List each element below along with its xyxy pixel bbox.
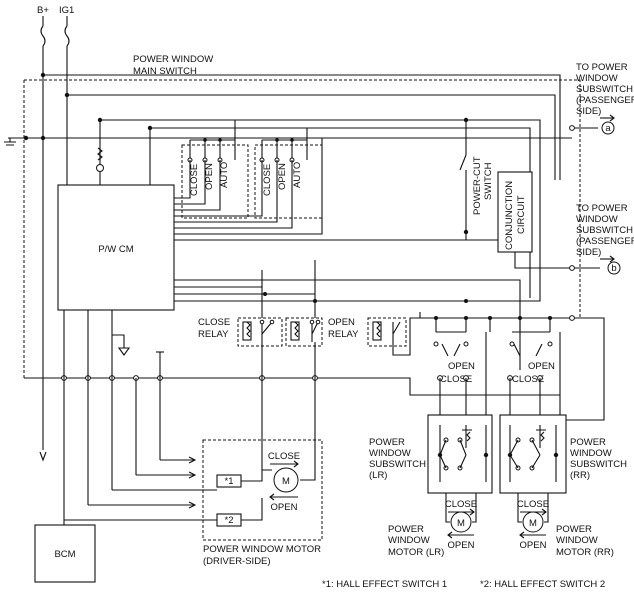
motor-lr: M CLOSE OPEN POWER WINDOW MOTOR (LR) [388, 493, 477, 558]
svg-text:WINDOW: WINDOW [369, 448, 411, 459]
svg-text:SUBSWITCH: SUBSWITCH [576, 225, 633, 236]
driver-open-label: OPEN [271, 502, 298, 513]
svg-text:OPEN: OPEN [328, 317, 355, 328]
svg-text:TO POWER: TO POWER [576, 62, 628, 73]
power-cut-label-2: SWITCH [483, 162, 494, 200]
svg-text:SUBSWITCH: SUBSWITCH [570, 459, 627, 470]
svg-text:(LR): (LR) [369, 470, 387, 481]
driver-motor-group: M CLOSE OPEN *1 *2 POWER WINDOW MOTOR (D… [64, 439, 323, 567]
svg-text:WINDOW: WINDOW [576, 73, 618, 84]
bcm-box [34, 524, 96, 583]
driver-motor-label-2: (DRIVER-SIDE) [203, 556, 271, 567]
switch-block-2: CLOSE OPEN AUTO [254, 138, 323, 219]
svg-text:TO POWER: TO POWER [576, 203, 628, 214]
svg-text:CLOSE: CLOSE [517, 499, 549, 510]
svg-text:WINDOW: WINDOW [570, 448, 612, 459]
footnote-2: *2: HALL EFFECT SWITCH 2 [480, 579, 605, 590]
svg-text:POWER: POWER [388, 524, 424, 535]
switch2-close-label: CLOSE [262, 164, 273, 196]
svg-text:M: M [529, 518, 537, 529]
svg-text:MOTOR (LR): MOTOR (LR) [388, 547, 444, 558]
svg-text:OPEN: OPEN [520, 540, 547, 551]
conjunction-label-2: CIRCUIT [516, 195, 527, 234]
svg-text:a: a [605, 123, 611, 134]
power-cut-switch: POWER-CUT SWITCH [459, 117, 494, 240]
fuse-ig1-icon [64, 25, 70, 47]
svg-text:CLOSE: CLOSE [445, 499, 477, 510]
pwcm-box [57, 184, 175, 311]
svg-text:CLOSE: CLOSE [198, 317, 230, 328]
main-switch-title-2: MAIN SWITCH [133, 66, 197, 77]
svg-text:SUBSWITCH: SUBSWITCH [369, 459, 426, 470]
svg-text:*1: *1 [225, 476, 234, 487]
svg-text:SUBSWITCH: SUBSWITCH [576, 84, 633, 95]
switch1-close-label: CLOSE [189, 164, 200, 196]
rr-close-label: CLOSE [512, 374, 544, 385]
svg-text:M: M [457, 518, 465, 529]
svg-text:b: b [611, 263, 616, 274]
svg-text:RELAY: RELAY [198, 329, 229, 340]
svg-text:(PASSENGER-: (PASSENGER- [576, 236, 634, 247]
fuse-bplus-icon [40, 25, 46, 47]
power-inputs: B+ IG1 [37, 5, 74, 98]
conjunction-circuit: CONJUNCTION CIRCUIT [497, 171, 600, 269]
subswitch-rr: POWER WINDOW SUBSWITCH (RR) [499, 414, 627, 494]
svg-text:OPEN: OPEN [448, 540, 475, 551]
ground-icon [4, 141, 16, 146]
conjunction-label-1: CONJUNCTION [504, 181, 515, 250]
lower-bus [24, 138, 560, 520]
to-subswitch-a: TO POWER WINDOW SUBSWITCH (PASSENGER- SI… [569, 62, 634, 135]
rr-open-label: OPEN [528, 361, 555, 372]
resistor-icon [97, 147, 103, 161]
switch-block-1: CLOSE OPEN AUTO [181, 138, 249, 219]
bcm-label: BCM [54, 549, 75, 560]
svg-text:(PASSENGER-: (PASSENGER- [576, 95, 634, 106]
switch1-open-label: OPEN [204, 163, 215, 190]
bplus-label: B+ [37, 5, 49, 16]
power-cut-label-1: POWER-CUT [472, 156, 483, 215]
motor-rr: M CLOSE OPEN POWER WINDOW MOTOR (RR) [517, 493, 614, 558]
driver-motor-icon [273, 467, 299, 493]
driver-close-label: CLOSE [268, 451, 300, 462]
pwcm-switch-wiring [174, 120, 498, 241]
footnote-1: *1: HALL EFFECT SWITCH 1 [322, 579, 447, 590]
pwcm-label: P/W CM [98, 244, 133, 255]
svg-text:RELAY: RELAY [328, 329, 359, 340]
pwcm-relay-wiring [174, 260, 541, 370]
svg-text:(RR): (RR) [570, 470, 590, 481]
third-relay [367, 312, 421, 356]
ig1-label: IG1 [59, 5, 74, 16]
ground-arrow-icon [117, 347, 131, 356]
supply-rails [4, 74, 572, 300]
rear-wiring: OPEN CLOSE OPEN CLOSE [420, 315, 605, 421]
to-subswitch-b: TO POWER WINDOW SUBSWITCH (PASSENGER- SI… [569, 203, 634, 275]
main-switch-outline [24, 79, 581, 318]
connector-a [601, 121, 615, 135]
switch1-auto-label: AUTO [219, 162, 230, 188]
svg-text:MOTOR (RR): MOTOR (RR) [556, 547, 614, 558]
svg-text:M: M [282, 476, 290, 487]
svg-text:SIDE): SIDE) [576, 106, 601, 117]
close-relay: CLOSE RELAY [198, 317, 283, 347]
switch2-open-label: OPEN [277, 163, 288, 190]
lr-open-label: OPEN [448, 361, 475, 372]
subswitch-lr: POWER WINDOW SUBSWITCH (LR) [369, 414, 493, 494]
svg-text:WINDOW: WINDOW [576, 214, 618, 225]
open-relay: OPEN RELAY [285, 317, 359, 347]
switch2-auto-label: AUTO [292, 162, 303, 188]
connector-b [607, 261, 621, 275]
driver-motor-label-1: POWER WINDOW MOTOR [203, 544, 321, 555]
svg-text:WINDOW: WINDOW [556, 535, 598, 546]
svg-text:SIDE): SIDE) [576, 247, 601, 258]
svg-text:POWER: POWER [369, 437, 405, 448]
svg-text:*2: *2 [225, 515, 234, 526]
svg-text:POWER: POWER [570, 437, 606, 448]
lr-close-label: CLOSE [440, 374, 472, 385]
svg-text:WINDOW: WINDOW [388, 535, 430, 546]
main-switch-title-1: POWER WINDOW [133, 54, 213, 65]
svg-text:POWER: POWER [556, 524, 592, 535]
